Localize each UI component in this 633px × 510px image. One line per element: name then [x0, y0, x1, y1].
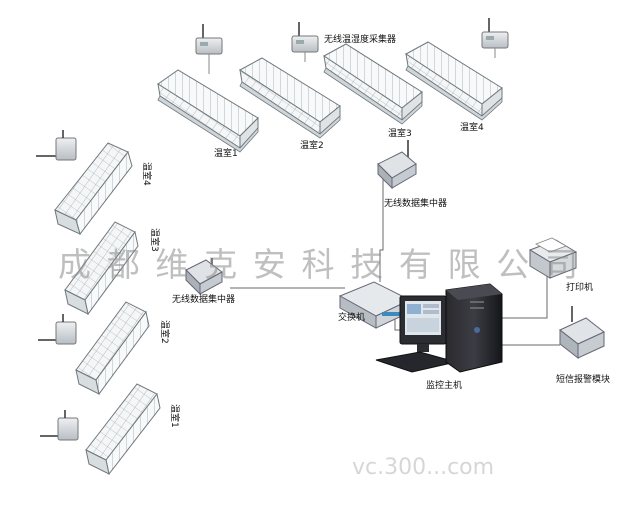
greenhouse-top-3 [323, 43, 423, 125]
sensor-top-2 [291, 22, 319, 62]
left-greenhouse-column [54, 142, 161, 476]
label-top-greenhouse-1: 温室1 [214, 147, 238, 159]
label-left-greenhouse-3: 温室3 [149, 228, 161, 252]
watermark-company: 成都维克安科技有限公司 [58, 245, 578, 284]
sms-module-device [559, 306, 605, 360]
printer-device [528, 237, 578, 279]
host-keyboard [375, 351, 457, 373]
top-greenhouse-row [157, 41, 503, 153]
label-switch: 交换机 [338, 311, 365, 323]
greenhouse-left-1 [85, 383, 161, 476]
label-top-greenhouse-4: 温室4 [460, 121, 484, 133]
greenhouse-left-3 [64, 221, 139, 316]
label-top-greenhouse-3: 温室3 [388, 127, 412, 139]
greenhouse-left-2 [75, 301, 150, 396]
greenhouse-top-1 [157, 69, 259, 153]
label-concentrator-left: 无线数据集中器 [172, 293, 235, 305]
label-left-greenhouse-4: 温室4 [141, 162, 153, 186]
label-sensor: 无线温湿度采集器 [324, 33, 396, 45]
switch-device [338, 281, 412, 329]
greenhouse-top-4 [405, 41, 503, 121]
left-sensors [36, 130, 79, 441]
link-top-concentrator-to-switch [379, 178, 384, 282]
greenhouse-left-4 [54, 142, 133, 236]
sensor-left-3 [40, 410, 79, 441]
label-left-greenhouse-2: 温室2 [159, 320, 171, 344]
label-sms-module: 短信报警模块 [556, 373, 610, 385]
sensor-left-2 [38, 314, 77, 345]
sensor-top-1 [195, 24, 223, 74]
label-host: 监控主机 [426, 379, 462, 391]
concentrator-top-device [377, 140, 417, 190]
greenhouse-top-2 [239, 57, 341, 139]
label-concentrator-top: 无线数据集中器 [384, 197, 447, 209]
host-device [375, 283, 503, 373]
concentrator-left-device [185, 258, 223, 296]
sensor-top-3 [481, 18, 509, 58]
top-sensors [195, 18, 509, 74]
label-left-greenhouse-1: 温室1 [169, 404, 181, 428]
link-host-to-printer [500, 275, 548, 319]
label-top-greenhouse-2: 温室2 [300, 139, 324, 151]
sensor-left-1 [36, 130, 77, 161]
watermark-site: vc.300...com [352, 455, 494, 480]
label-printer: 打印机 [566, 281, 593, 293]
